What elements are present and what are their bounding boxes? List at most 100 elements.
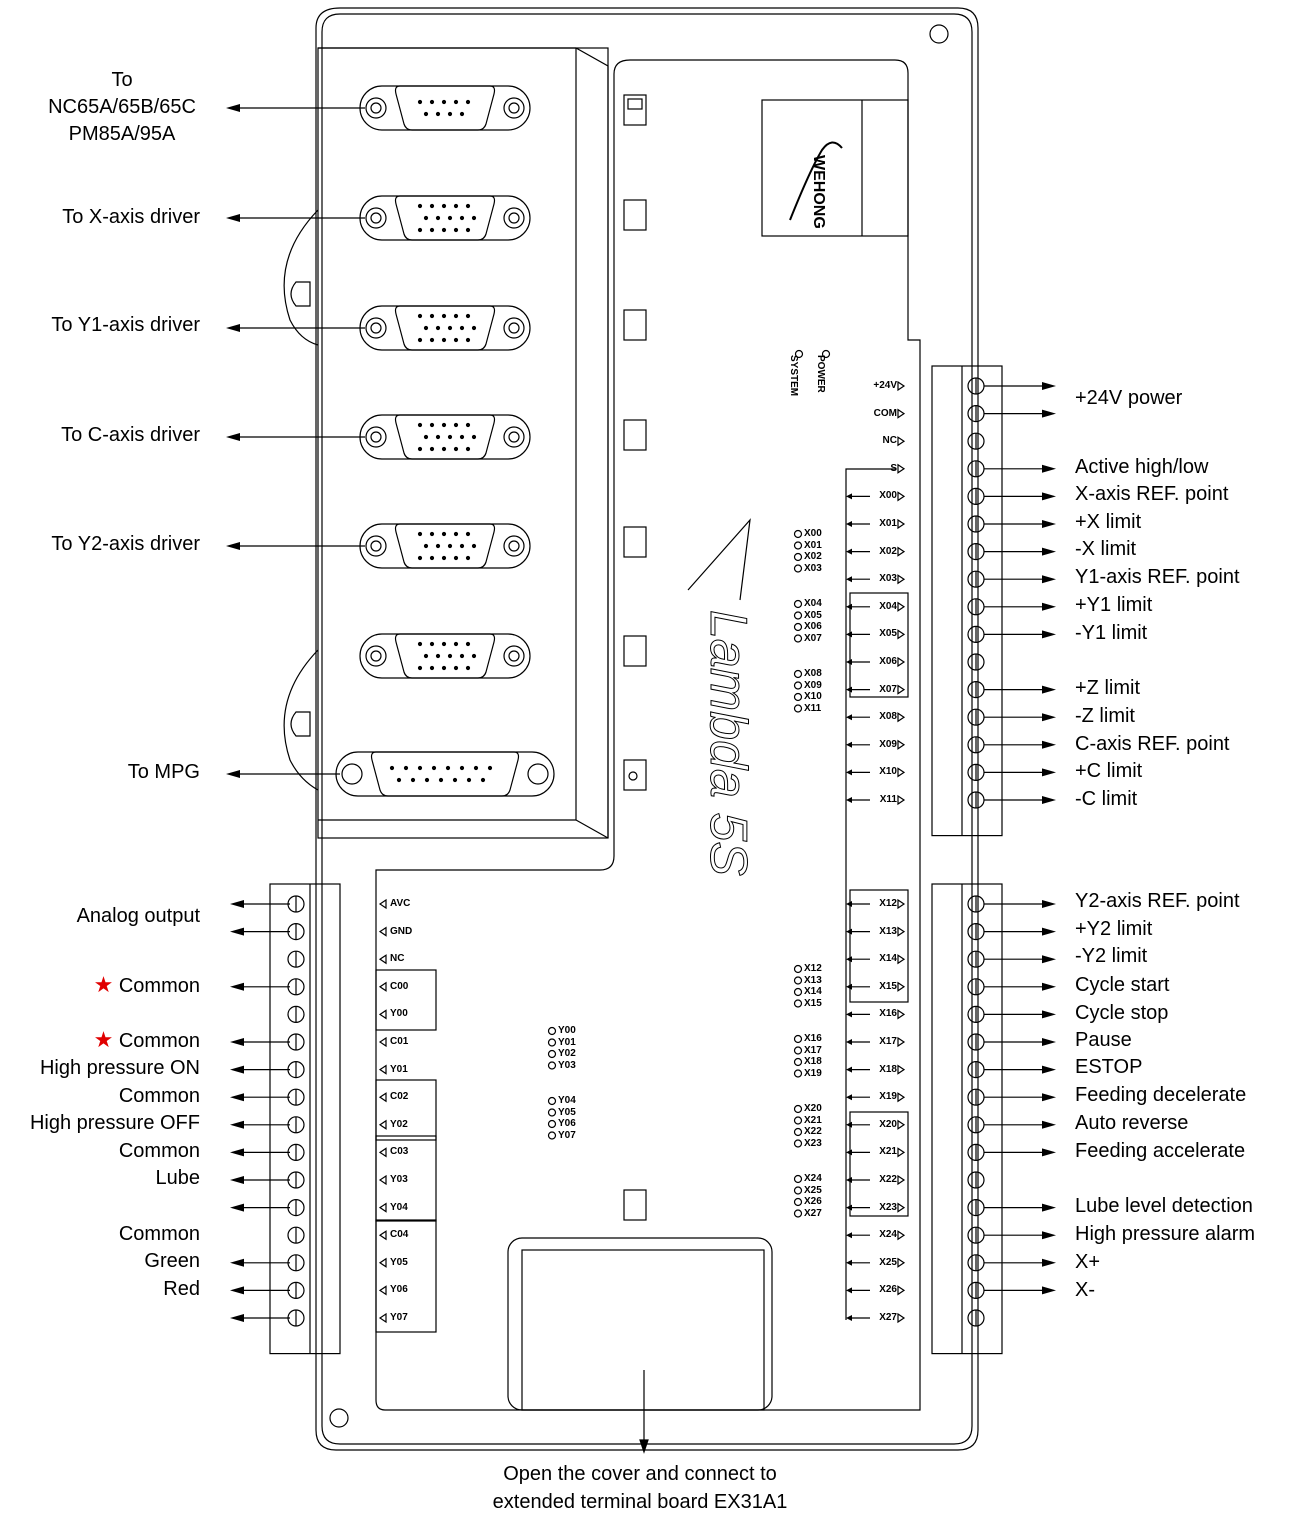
pin-label: GND	[390, 925, 413, 937]
dsub-pin	[429, 555, 435, 561]
left-term-label: Common	[118, 1140, 200, 1162]
arrow-head	[1042, 1148, 1056, 1157]
pin-marker	[378, 898, 387, 910]
led-label: X12	[804, 963, 822, 974]
right-terminal-label: Feeding decelerate	[1075, 1084, 1247, 1106]
dsub-pin	[423, 215, 429, 221]
led-label: X08	[804, 668, 822, 679]
arrow-head	[1042, 1038, 1056, 1046]
dsub-pin	[453, 227, 459, 233]
right-terminal-label: Y1-axis REF. point	[1075, 566, 1240, 588]
arrow-head	[1042, 382, 1056, 390]
pin-marker	[378, 1009, 387, 1020]
screw-hole	[508, 102, 520, 114]
led-icon	[793, 704, 803, 713]
led-label: Y05	[558, 1106, 576, 1118]
pin-label: NC	[882, 435, 897, 447]
arrow-head	[1042, 1203, 1056, 1212]
arrow-head	[230, 1258, 244, 1267]
label-to-x-axis: To X-axis driver	[62, 206, 200, 228]
pin-label: NC	[390, 953, 405, 965]
dsub-pin	[423, 325, 429, 331]
right-terminal-label: Active high/low	[1075, 456, 1209, 478]
led-icon	[793, 1186, 803, 1195]
right-terminal-label: -Z limit	[1075, 705, 1135, 727]
led-icon	[793, 681, 803, 690]
pin-label: C01	[390, 1036, 409, 1047]
arrow-head	[1042, 685, 1056, 694]
dsub-pin	[435, 215, 441, 221]
pin-marker	[378, 1147, 387, 1158]
expansion-cover	[507, 1237, 773, 1454]
trace-arrow	[846, 1011, 852, 1018]
dsub-pin	[447, 111, 453, 117]
trace-arrow	[846, 797, 852, 803]
led-icon	[793, 692, 803, 702]
trace-arrow	[846, 1259, 852, 1266]
dsub-pin	[441, 227, 447, 233]
trace-arrow	[846, 521, 852, 527]
dsub-connectors	[335, 85, 555, 797]
pin-label: X07	[879, 683, 897, 695]
trace-arrow	[846, 1066, 852, 1073]
right-terminal-label: Lube level detection	[1075, 1195, 1253, 1217]
led-label: X03	[804, 562, 822, 574]
pin-label: X05	[879, 628, 897, 640]
pin-marker	[897, 601, 906, 612]
pin-label: X12	[879, 898, 897, 909]
dsub-pin	[447, 543, 453, 549]
led-icon	[793, 1127, 803, 1137]
led-label: X20	[804, 1103, 822, 1114]
led-label: Y06	[558, 1118, 576, 1129]
dsub-pin	[431, 765, 437, 771]
led-icon	[793, 541, 803, 550]
terminal-housing	[931, 365, 1003, 837]
pin-marker	[897, 408, 906, 419]
pin-marker	[897, 767, 906, 778]
dsub-pin	[429, 313, 435, 319]
led-label: X18	[804, 1056, 822, 1067]
star-icon: ★	[93, 1027, 114, 1052]
dsub-flange	[335, 751, 555, 797]
arrow-head	[230, 1176, 244, 1184]
led-icon	[547, 1038, 557, 1047]
power-led-label: POWER	[815, 355, 826, 393]
dsub-pin	[453, 203, 459, 209]
dsub-pin	[417, 446, 423, 452]
pin-marker	[897, 926, 906, 937]
dsub-pin	[465, 422, 471, 428]
led-icon	[547, 1096, 557, 1106]
right-terminal-label: Auto reverse	[1075, 1112, 1189, 1134]
dsub-pin	[459, 215, 465, 221]
dsub-pin	[429, 641, 435, 647]
dsub-pin	[441, 337, 447, 343]
pin-marker	[897, 684, 906, 695]
pin-marker	[897, 463, 906, 474]
dsub-pin	[471, 325, 477, 331]
left-term-label: High pressure ON	[39, 1057, 200, 1079]
pin-marker	[897, 739, 906, 750]
arrow-head	[1042, 1258, 1056, 1267]
right-terminal-label: High pressure alarm	[1075, 1223, 1256, 1245]
screw-hole	[370, 322, 382, 334]
pin-traces	[375, 380, 909, 1333]
arrow-head	[230, 1314, 244, 1322]
led-label: X23	[804, 1137, 822, 1149]
arrow-head	[1042, 955, 1056, 964]
arrow-head	[1042, 547, 1056, 556]
led-label: X02	[804, 551, 822, 562]
label-to-nc65-line3: PM85A/95A	[68, 123, 176, 145]
pin-marker	[897, 1202, 906, 1213]
mpg-connector	[335, 751, 555, 797]
trace-arrow	[846, 548, 852, 555]
pin-marker	[378, 1285, 387, 1296]
pin-label: X25	[879, 1256, 897, 1268]
dsub-shell	[394, 85, 496, 131]
screw-icon	[365, 207, 387, 229]
dsub-pin	[417, 313, 423, 319]
screw-icon	[503, 317, 525, 339]
power-led-icon	[821, 349, 831, 359]
left-term-label: Lube	[155, 1167, 201, 1189]
dsub-pin	[465, 555, 471, 561]
led-label: Y00	[558, 1025, 576, 1036]
